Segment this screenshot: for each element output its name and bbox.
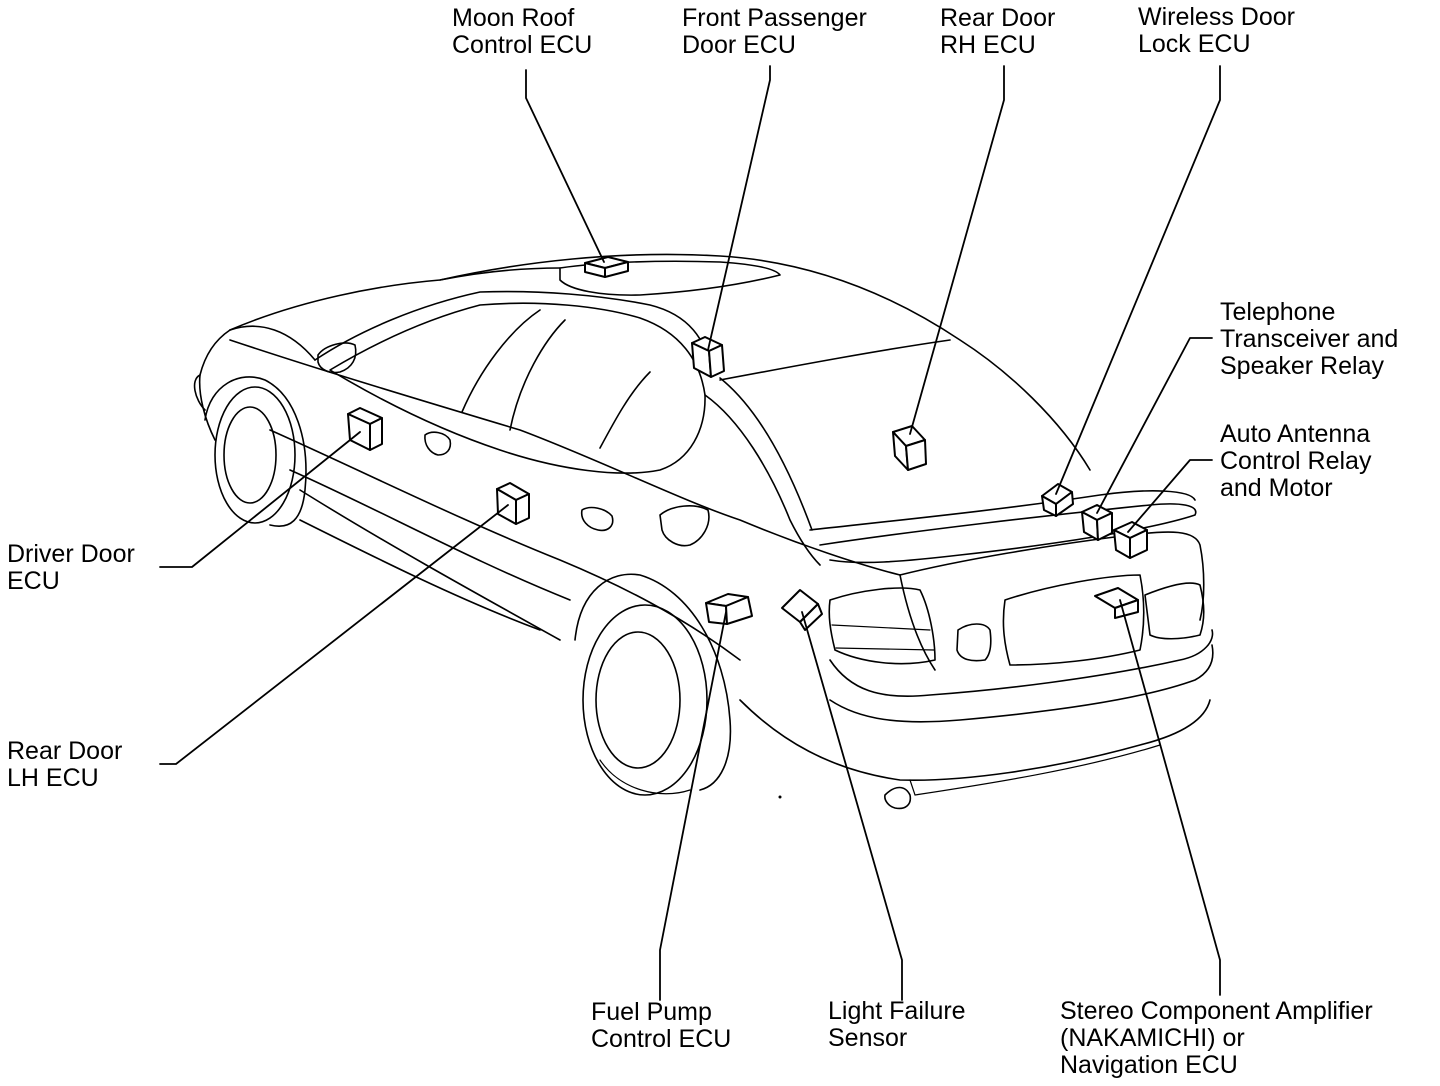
label-light-failure-sensor: Light Failure Sensor (828, 998, 966, 1052)
label-line: Lock ECU (1138, 30, 1251, 58)
rear-door-rh-ecu-box (892, 425, 927, 471)
rear-door-lh-ecu-box (496, 482, 530, 525)
fuel-pump-ecu-box (705, 593, 753, 625)
driver-door-ecu-box (347, 407, 383, 451)
leader-wireless (1055, 65, 1221, 495)
light-failure-sensor-box (781, 589, 823, 631)
leader-stereo (1119, 599, 1221, 996)
label-line: Stereo Component Amplifier (1060, 997, 1373, 1025)
leader-lines (159, 65, 1221, 1001)
label-line: Moon Roof (452, 4, 575, 32)
label-line: Telephone (1220, 298, 1336, 326)
label-line: LH ECU (7, 764, 99, 792)
label-line: (NAKAMICHI) or (1060, 1024, 1245, 1052)
label-line: Auto Antenna (1220, 420, 1371, 448)
label-stereo-navigation-ecu: Stereo Component Amplifier (NAKAMICHI) o… (1060, 998, 1373, 1079)
wireless-door-lock-ecu-box (1041, 483, 1074, 517)
label-line: Control ECU (591, 1025, 732, 1053)
label-line: Fuel Pump (591, 998, 712, 1026)
leader-rear-door-lh (159, 504, 509, 765)
label-line: Control Relay (1220, 447, 1372, 475)
auto-antenna-relay-box (1113, 521, 1148, 559)
label-line: Rear Door (940, 4, 1056, 32)
leader-moon-roof (525, 69, 605, 263)
moon-roof-ecu-box (584, 256, 629, 278)
label-line: and Motor (1220, 474, 1333, 502)
label-line: RH ECU (940, 31, 1036, 59)
label-wireless-door-lock-ecu: Wireless Door Lock ECU (1138, 4, 1295, 58)
leader-rear-door-rh (909, 65, 1005, 435)
leader-telephone (1096, 337, 1213, 514)
leader-antenna (1127, 459, 1213, 533)
telephone-transceiver-box (1081, 504, 1113, 541)
stereo-navigation-ecu-box (1094, 587, 1139, 619)
label-line: Front Passenger (682, 4, 867, 32)
label-line: Navigation ECU (1060, 1051, 1238, 1079)
label-driver-door-ecu: Driver Door ECU (7, 541, 135, 595)
label-line: Door ECU (682, 31, 796, 59)
label-line: Driver Door (7, 540, 135, 568)
label-auto-antenna: Auto Antenna Control Relay and Motor (1220, 421, 1371, 502)
leader-front-passenger (707, 65, 771, 351)
label-line: Control ECU (452, 31, 593, 59)
leader-fuel-pump (659, 611, 727, 1001)
label-line: Wireless Door (1138, 3, 1295, 31)
ecu-modules (347, 256, 1148, 631)
label-line: Rear Door (7, 737, 123, 765)
leader-driver-door (159, 431, 361, 568)
label-line: Light Failure (828, 997, 966, 1025)
label-fuel-pump-control-ecu: Fuel Pump Control ECU (591, 999, 731, 1053)
label-line: Sensor (828, 1024, 908, 1052)
leader-light-failure (801, 611, 903, 1001)
label-line: ECU (7, 567, 60, 595)
label-moon-roof-control-ecu: Moon Roof Control ECU (452, 5, 592, 59)
label-rear-door-rh-ecu: Rear Door RH ECU (940, 5, 1055, 59)
label-front-passenger-door-ecu: Front Passenger Door ECU (682, 5, 867, 59)
label-rear-door-lh-ecu: Rear Door LH ECU (7, 738, 122, 792)
front-passenger-door-ecu-box (691, 336, 725, 378)
label-line: Speaker Relay (1220, 352, 1384, 380)
label-line: Transceiver and (1220, 325, 1399, 353)
label-telephone-transceiver: Telephone Transceiver and Speaker Relay (1220, 299, 1398, 380)
